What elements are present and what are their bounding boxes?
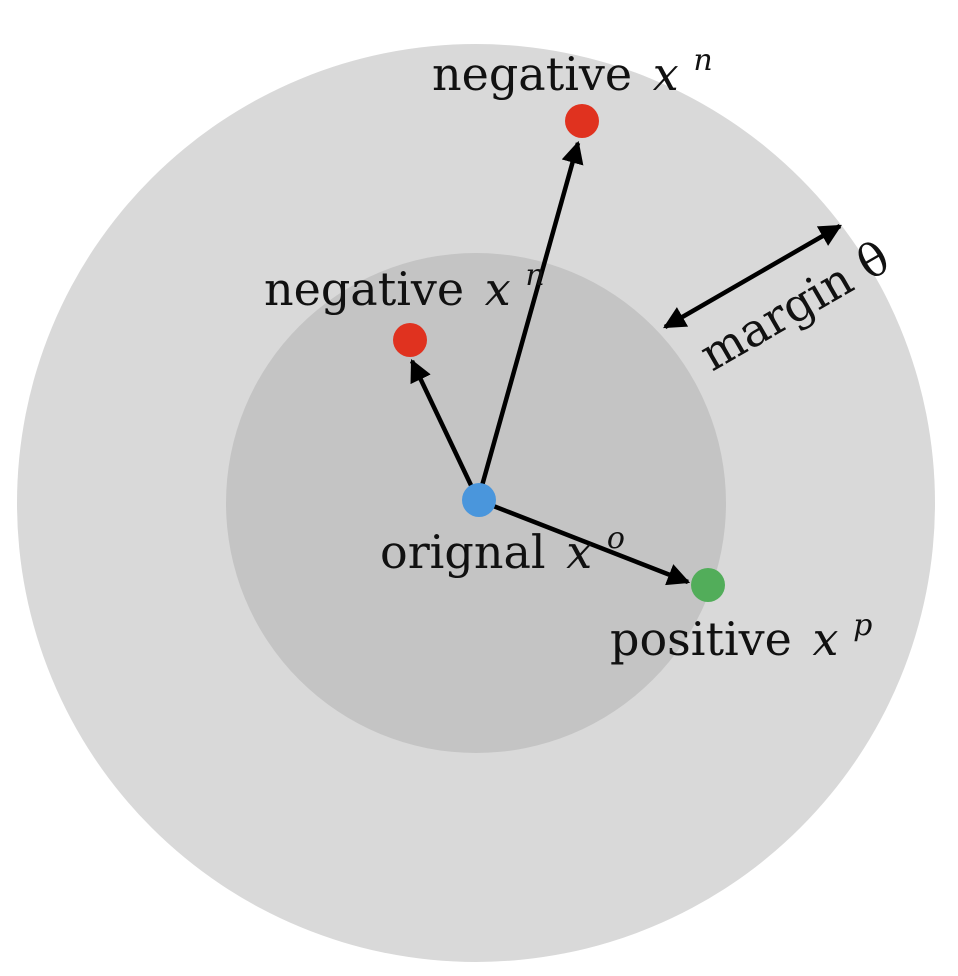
arrow-to-positive: [477, 497, 691, 586]
negative-near-point: [393, 323, 427, 357]
original-label: orignal x o: [380, 521, 625, 579]
arrow-to-negative-far: [475, 140, 584, 501]
negative-far-label: negative x n: [432, 43, 713, 101]
positive-point: [691, 568, 725, 602]
negative-far-point: [565, 104, 599, 138]
original-point: [462, 483, 496, 517]
positive-label: positive x p: [610, 608, 872, 666]
arrow-to-negative-near: [409, 358, 481, 501]
negative-near-label: negative x n: [264, 258, 545, 316]
margin-double-arrow: [663, 224, 842, 329]
